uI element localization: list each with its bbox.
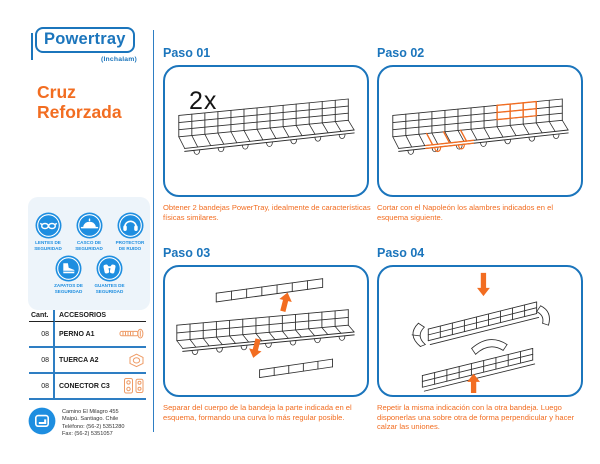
bolt-icon — [119, 328, 144, 339]
inchalam-logo-text: (Inchalam) — [101, 56, 137, 63]
step-title: Paso 04 — [377, 246, 425, 260]
address-line: Fax: (56-2) 5351057 — [62, 431, 113, 438]
quantity-badge: 2x — [189, 87, 218, 115]
step-caption: Separar del cuerpo de la bandeja la part… — [163, 403, 352, 422]
safety-label: DE RUIDO — [118, 246, 142, 252]
step-paso-04: Paso 04 Repetir la misma indicación con … — [377, 246, 585, 432]
connector-icon — [124, 378, 144, 394]
step-illustration-frame — [377, 265, 583, 397]
tray-illustration-paso-02 — [392, 98, 569, 155]
page-title: Cruz Reforzada — [37, 82, 122, 122]
safety-label: SEGURIDAD — [34, 246, 62, 252]
safety-icons-panel: LENTES DE SEGURIDAD CASCO DE SEGURIDAD — [28, 197, 150, 310]
table-cell-qty: 08 — [29, 348, 55, 374]
page-title-line1: Cruz — [37, 82, 76, 102]
table-cell-qty: 08 — [29, 322, 55, 348]
table-row-perno: PERNO A1 — [55, 322, 146, 348]
safety-row-2: ZAPATOS DE SEGURIDAD GUANTES DE — [49, 255, 129, 295]
address-line: Teléfono: (56-2) 5351280 — [62, 423, 125, 430]
safety-item-goggles: LENTES DE SEGURIDAD — [29, 212, 68, 252]
step-caption: Obtener 2 bandejas PowerTray, idealmente… — [163, 203, 371, 222]
table-header-accesorios: ACCESORIOS — [55, 310, 146, 322]
address-line: Camino El Milagro 455 — [62, 409, 119, 415]
tray-illustration-paso-03 — [176, 278, 355, 378]
safety-label: SEGURIDAD — [54, 288, 83, 294]
safety-item-boots: ZAPATOS DE SEGURIDAD — [49, 255, 88, 295]
company-address: Camino El Milagro 455 Maipú. Santiago. C… — [62, 407, 125, 439]
step-caption: Repetir la misma indicación con la otra … — [377, 403, 575, 432]
step-title: Paso 02 — [377, 46, 425, 60]
powertray-logo: Powertray — [35, 27, 135, 53]
accessories-table: Cant. ACCESORIOS 08 PERNO A1 08 TUERCA A… — [29, 310, 146, 400]
nut-icon — [129, 353, 144, 367]
accessory-name: PERNO A1 — [59, 330, 95, 338]
table-header-cant: Cant. — [29, 310, 55, 322]
step-title: Paso 03 — [163, 246, 211, 260]
page-title-line2: Reforzada — [37, 102, 122, 123]
safety-label: SEGURIDAD — [75, 246, 103, 252]
accessory-name: CONECTOR C3 — [59, 382, 110, 390]
safety-item-earmuff: PROTECTOR DE RUIDO — [111, 212, 150, 252]
tray-illustration-paso-01 — [178, 98, 355, 155]
earmuff-icon — [117, 212, 143, 239]
safety-item-gloves: GUANTES DE SEGURIDAD — [90, 255, 129, 295]
vertical-divider — [153, 30, 154, 432]
company-logo-icon — [28, 407, 56, 435]
gloves-icon — [96, 255, 123, 282]
step-illustration-frame — [377, 65, 583, 197]
step-caption: Cortar con el Napoleón los alambres indi… — [377, 203, 554, 222]
safety-label: CASCO DE — [76, 240, 102, 246]
table-row-conector: CONECTOR C3 — [55, 374, 146, 400]
step-paso-01: Paso 01 2x Obtener 2 bandejas PowerTray,… — [163, 46, 371, 222]
step-paso-02: Paso 02 Cortar con el Napoleón los alamb… — [377, 46, 585, 222]
safety-label: GUANTES DE — [94, 283, 125, 288]
goggles-icon — [35, 212, 61, 239]
helmet-icon — [76, 212, 102, 239]
tray-illustration-paso-04 — [411, 272, 550, 394]
table-cell-qty: 08 — [29, 374, 55, 400]
step-paso-03: Paso 03 Separar del cuerpo de la bandeja… — [163, 246, 371, 422]
step-illustration-frame — [163, 265, 369, 397]
safety-label: SEGURIDAD — [95, 288, 124, 294]
step-illustration-frame: 2x — [163, 65, 369, 197]
footer: Camino El Milagro 455 Maipú. Santiago. C… — [28, 407, 125, 439]
safety-label: LENTES DE — [35, 240, 61, 246]
safety-label: PROTECTOR — [115, 240, 145, 246]
step-title: Paso 01 — [163, 46, 211, 60]
safety-row-1: LENTES DE SEGURIDAD CASCO DE SEGURIDAD — [29, 212, 150, 252]
address-line: Maipú. Santiago. Chile — [62, 416, 119, 423]
safety-item-helmet: CASCO DE SEGURIDAD — [70, 212, 109, 252]
boot-icon — [55, 255, 82, 282]
logo-tick-mark — [31, 33, 34, 60]
table-row-tuerca: TUERCA A2 — [55, 348, 146, 374]
safety-label: ZAPATOS DE — [54, 283, 83, 288]
accessory-name: TUERCA A2 — [59, 356, 99, 364]
